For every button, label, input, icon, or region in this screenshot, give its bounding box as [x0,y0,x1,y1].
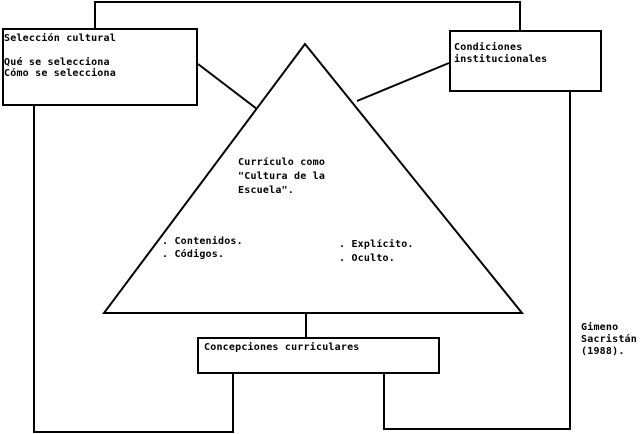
condiciones-institucionales-box [449,30,602,92]
condiciones-line-1: Condiciones [454,42,523,53]
top-connector [94,1,521,30]
concepciones-curriculares-box [197,337,440,374]
concepciones-label: Concepciones curriculares [204,342,360,353]
credit-line-1: Gimeno [581,322,619,333]
triangle-right-item: . Explícito. [339,239,414,250]
triangle-left-item: . Códigos. [162,249,225,260]
triangle-left-item: . Contenidos. [162,236,243,247]
triangle-title-line-1: Currículo como [238,157,326,168]
triangle-title-line-3: Escuela". [238,185,294,196]
triangle-title-line-2: "Cultura de la [238,171,326,182]
curriculum-triangle [102,42,525,314]
seleccion-title: Selección cultural [4,33,116,44]
seleccion-line-1: Qué se selecciona [4,57,110,68]
left-loop-connector [33,106,234,433]
seleccion-line-2: Cómo se selecciona [4,68,116,79]
credit-line-2: Sacristán [581,334,637,345]
condiciones-triangle-connector [356,62,450,102]
condiciones-line-2: institucionales [454,54,548,65]
credit-line-3: (1988). [581,346,625,357]
seleccion-triangle-connector [197,63,258,110]
seleccion-cultural-box [2,28,198,106]
right-loop-connector [383,92,571,430]
triangle-right-item: . Oculto. [339,253,395,264]
